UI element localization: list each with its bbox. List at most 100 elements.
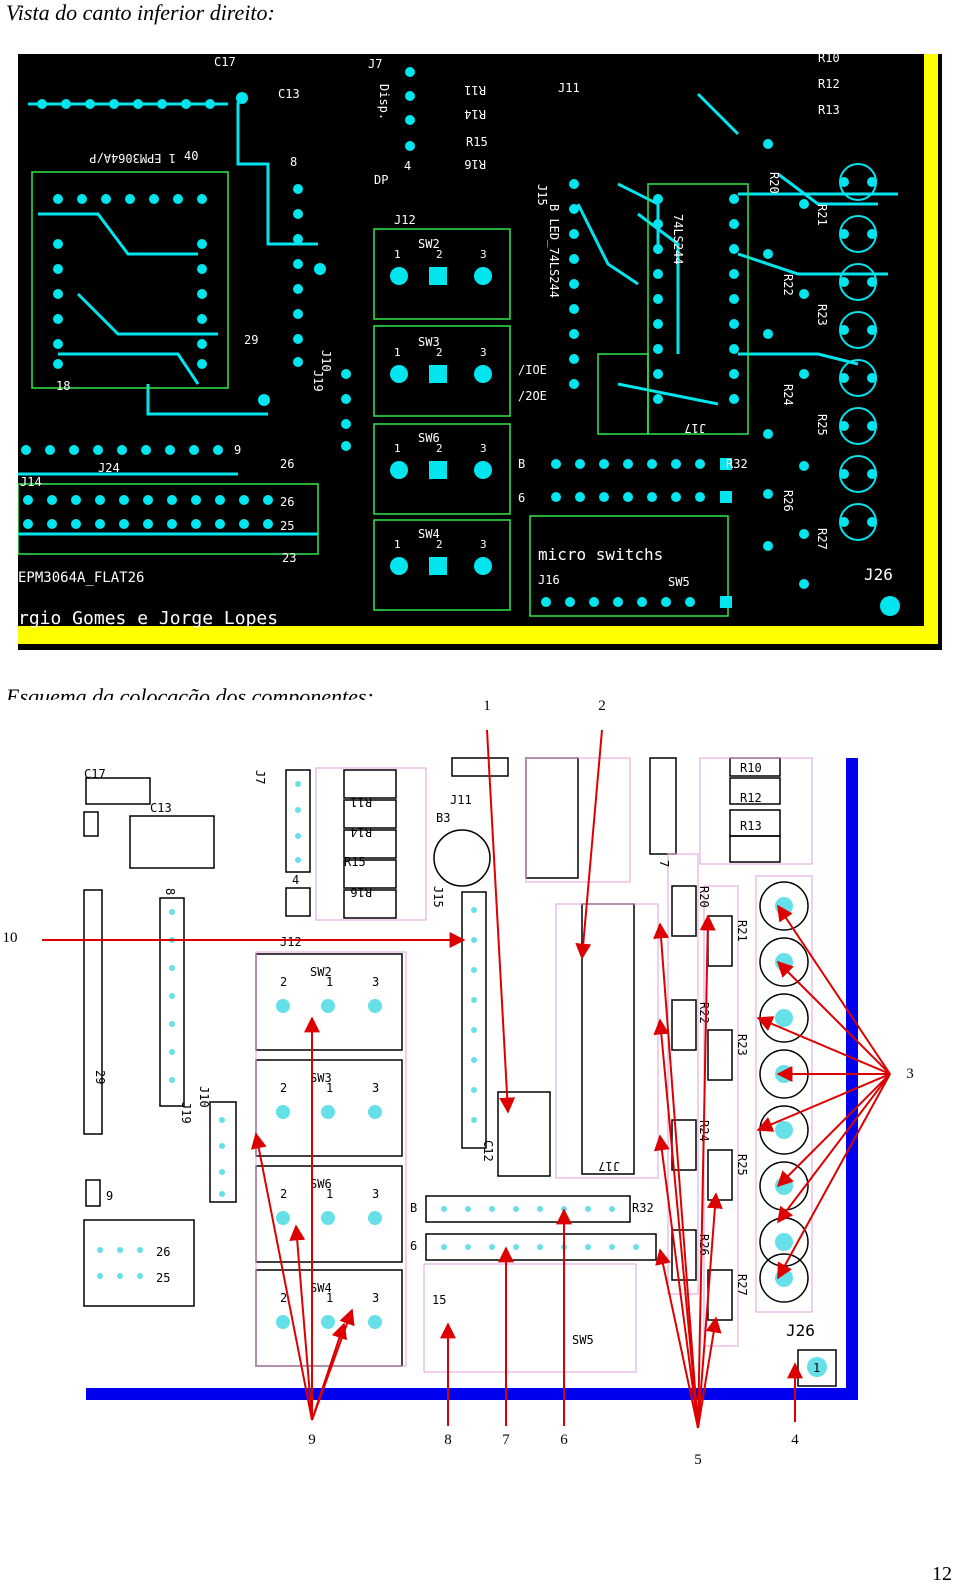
schem-label-j7: J7 <box>253 770 267 784</box>
callout-2: 2 <box>598 698 606 714</box>
schem-label-7: 7 <box>657 860 671 867</box>
schem-label-j11: J11 <box>450 793 472 807</box>
pcb-switch-pin-label: 2 <box>436 442 443 455</box>
schem-label-r27: R27 <box>735 1274 749 1296</box>
schem-label-sw5: SW5 <box>572 1333 594 1347</box>
schem-label-r21: R21 <box>735 920 749 942</box>
callout-10: 10 <box>2 930 18 946</box>
schem-label-b: B <box>410 1201 417 1215</box>
schem-label-j19: J19 <box>179 1102 193 1124</box>
schem-switch-pin-label: 1 <box>326 1187 333 1201</box>
schem-label-25: 25 <box>156 1271 170 1285</box>
pcb-label-c17: C17 <box>214 55 236 69</box>
schem-switch-pin-label: 1 <box>326 1081 333 1095</box>
pcb-switch-pin-label: 1 <box>394 248 401 261</box>
pcb-label-sw3: SW3 <box>418 335 440 349</box>
pcb-label-r16: R16 <box>464 157 486 171</box>
schem-label-j26: J26 <box>786 1321 815 1340</box>
callout-5: 5 <box>694 1452 702 1468</box>
schem-label-pin1: 1 <box>813 1361 820 1375</box>
schem-switch-pin-label: 3 <box>372 975 379 989</box>
pcb-switch-pin-label: 3 <box>480 346 487 359</box>
pcb-label-sw4: SW4 <box>418 527 440 541</box>
pcb-label-29: 29 <box>244 333 258 347</box>
schem-label-r12: R12 <box>740 791 762 805</box>
pcb-label-j11: J11 <box>558 81 580 95</box>
schem-switch-pin-label: 1 <box>326 975 333 989</box>
pcb-label-r32: R32 <box>726 457 748 471</box>
pcb-label-j15: J15 <box>535 184 549 206</box>
pcb-switch-pin-label: 2 <box>436 248 443 261</box>
pcb-label-18: 18 <box>56 379 70 393</box>
pcb-label-r15: R15 <box>466 135 488 149</box>
schem-label-c12: C12 <box>481 1140 495 1162</box>
pcb-label-r26: R26 <box>781 490 795 512</box>
schem-label-c17: C17 <box>84 767 106 781</box>
schem-label-sw4: SW4 <box>310 1281 332 1295</box>
schem-switch-pin-label: 2 <box>280 1081 287 1095</box>
callout-6: 6 <box>560 1432 568 1448</box>
pcb-label-r14: R14 <box>464 107 486 121</box>
page-number: 12 <box>932 1563 952 1585</box>
schem-label-r32: R32 <box>632 1201 654 1215</box>
pcb-label-26b: 26 <box>280 495 294 509</box>
pcb-label-ioe2: /2OE <box>518 389 547 403</box>
schem-label-sw3: SW3 <box>310 1071 332 1085</box>
callout-4: 4 <box>791 1432 799 1448</box>
pcb-label-j26: J26 <box>864 565 893 584</box>
caption-top: Vista do canto inferior direito: <box>6 0 275 25</box>
schem-label-b3: B3 <box>436 811 450 825</box>
pcb-switch-pin-label: 3 <box>480 442 487 455</box>
schem-label-r13: R13 <box>740 819 762 833</box>
pcb-label-flat: EPM3064A_FLAT26 <box>18 570 144 586</box>
schem-switch-pin-label: 2 <box>280 1187 287 1201</box>
pcb-switch-pin-label: 1 <box>394 442 401 455</box>
schem-label-15: 15 <box>432 1293 446 1307</box>
pcb-label-26a: 26 <box>280 457 294 471</box>
pcb-switch-pin-label: 3 <box>480 248 487 261</box>
pcb-label-c13: C13 <box>278 87 300 101</box>
pcb-label-j7: J7 <box>368 57 382 71</box>
component-placement-diagram: C17 C13 J7 R11 R14 R15 R16 J11 B3 J15 R1… <box>0 700 960 1500</box>
schem-label-r11: R11 <box>350 795 372 809</box>
pcb-label-chip: 1 EPM3064A/P <box>89 151 176 165</box>
schem-label-j15: J15 <box>431 886 445 908</box>
schem-label-8: 8 <box>163 888 177 895</box>
pcb-label-r10: R10 <box>818 54 840 65</box>
callout-9: 9 <box>308 1432 316 1448</box>
callout-7: 7 <box>502 1432 510 1448</box>
pcb-label-sw6: SW6 <box>418 431 440 445</box>
pcb-label-25: 25 <box>280 519 294 533</box>
pcb-label-r23: R23 <box>815 304 829 326</box>
schem-label-r14: R14 <box>350 825 372 839</box>
schem-label-26: 26 <box>156 1245 170 1259</box>
pcb-label-r12: R12 <box>818 77 840 91</box>
schem-label-29: 29 <box>93 1070 107 1084</box>
pcb-label-r27: R27 <box>815 528 829 550</box>
schem-switch-pin-label: 1 <box>326 1291 333 1305</box>
pcb-switch-pin-label: 1 <box>394 346 401 359</box>
callout-1: 1 <box>483 698 491 714</box>
pcb-label-23: 23 <box>282 551 296 565</box>
pcb-switch-pin-label: 3 <box>480 538 487 551</box>
schem-label-r25: R25 <box>735 1154 749 1176</box>
schem-label-c13: C13 <box>150 801 172 815</box>
pcb-label-4: 4 <box>404 159 411 173</box>
pcb-label-micro: micro switchs <box>538 545 663 564</box>
pcb-label-j19: J19 <box>311 370 325 392</box>
pcb-label-r21: R21 <box>815 204 829 226</box>
pcb-label-j24: J24 <box>98 461 120 475</box>
pcb-label-r20: R20 <box>767 172 781 194</box>
schem-label-r16: R16 <box>350 885 372 899</box>
schem-label-r10: R10 <box>740 761 762 775</box>
pcb-label-j12: J12 <box>394 213 416 227</box>
pcb-label-r11: R11 <box>464 83 486 97</box>
pcb-label-9: 9 <box>234 443 241 457</box>
schem-label-r22: R22 <box>697 1002 711 1024</box>
schem-label-r23: R23 <box>735 1034 749 1056</box>
pcb-label-j14: J14 <box>20 475 42 489</box>
pcb-label-r25: R25 <box>815 414 829 436</box>
schem-label-sw2: SW2 <box>310 965 332 979</box>
pcb-label-dp: DP <box>374 173 388 187</box>
pcb-label-j17: J17 <box>684 421 706 435</box>
